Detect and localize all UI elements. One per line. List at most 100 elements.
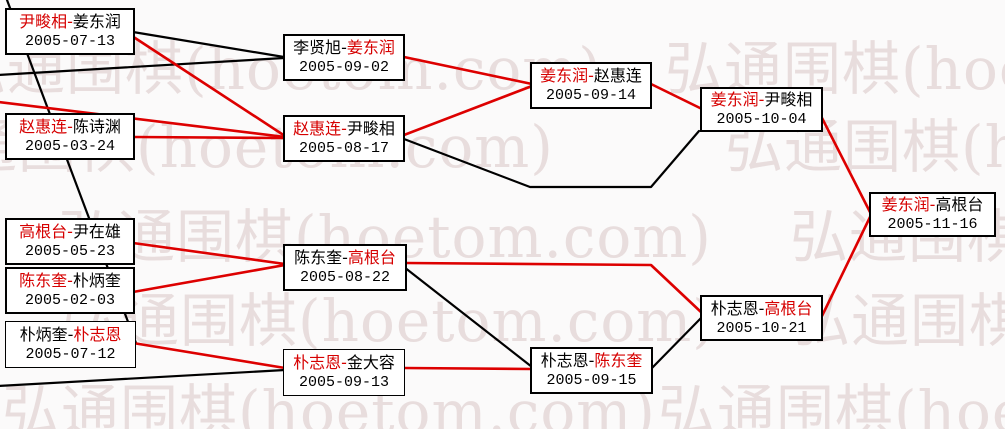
name-separator: - xyxy=(67,325,74,344)
player-name-winner: 赵惠连 xyxy=(293,119,342,138)
player-name-winner: 尹畯相 xyxy=(19,12,68,31)
match-date: 2005-11-16 xyxy=(887,216,978,233)
player-name-winner: 高根台 xyxy=(764,298,813,318)
match-players: 高根台-尹在雄 xyxy=(19,222,121,242)
match-players: 朴志恩-高根台 xyxy=(711,299,813,319)
loser-path-connector xyxy=(0,56,286,76)
name-separator: - xyxy=(588,351,595,370)
name-separator: - xyxy=(929,195,936,214)
winner-path-connector xyxy=(131,241,287,266)
winner-path-connector xyxy=(404,261,704,315)
player-name-winner: 高根台 xyxy=(19,222,68,241)
name-separator: - xyxy=(758,298,765,318)
match-date: 2005-08-22 xyxy=(299,269,390,286)
name-separator: - xyxy=(342,248,348,267)
winner-path-connector xyxy=(820,213,873,318)
loser-path-connector xyxy=(650,315,704,370)
player-name-winner: 姜东润 xyxy=(346,38,395,57)
name-separator: - xyxy=(67,117,73,136)
match-date: 2005-10-04 xyxy=(716,111,807,128)
player-name-loser: 朴炳奎 xyxy=(19,325,68,344)
loser-path-connector xyxy=(402,265,534,369)
match-date: 2005-07-13 xyxy=(24,33,115,50)
match-players: 姜东润-赵惠连 xyxy=(540,66,642,86)
player-name-loser: 朴志恩 xyxy=(710,298,759,318)
player-name-loser: 尹在雄 xyxy=(72,222,121,241)
match-players: 陈东奎-高根台 xyxy=(294,248,396,268)
winner-path-connector xyxy=(132,135,287,140)
name-separator: - xyxy=(758,90,765,109)
match-players: 陈东奎-朴炳奎 xyxy=(19,271,121,291)
player-name-loser: 金大容 xyxy=(346,353,395,372)
player-name-loser: 尹畯相 xyxy=(346,119,395,138)
player-name-loser: 陈东奎 xyxy=(294,248,343,267)
winner-path-connector xyxy=(131,341,287,370)
match-players: 姜东润-高根台 xyxy=(882,195,984,215)
player-name-winner: 陈东奎 xyxy=(594,351,643,370)
loser-path-connector xyxy=(131,30,286,59)
winner-path-connector xyxy=(402,366,534,371)
player-name-winner: 陈东奎 xyxy=(19,271,68,290)
match-date: 2005-03-24 xyxy=(24,138,115,155)
match-players: 尹畯相-姜东润 xyxy=(19,12,121,32)
winner-path-connector xyxy=(820,116,873,216)
player-name-loser: 高根台 xyxy=(935,195,984,214)
winner-path-connector xyxy=(402,84,534,137)
match-players: 朴炳奎-朴志恩 xyxy=(20,325,122,345)
name-separator: - xyxy=(341,353,347,372)
player-name-loser: 姜东润 xyxy=(72,12,121,31)
player-name-loser: 赵惠连 xyxy=(593,66,642,85)
name-separator: - xyxy=(67,271,73,290)
name-separator: - xyxy=(67,12,73,31)
winner-path-connector xyxy=(649,82,704,111)
player-name-loser: 尹畯相 xyxy=(764,90,813,109)
match-players: 朴志恩-陈东奎 xyxy=(541,351,643,371)
player-name-winner: 高根台 xyxy=(347,248,396,267)
loser-path-connector xyxy=(0,368,287,387)
player-name-winner: 姜东润 xyxy=(710,90,759,109)
match-date: 2005-09-14 xyxy=(545,87,636,104)
player-name-loser: 陈诗渊 xyxy=(72,117,121,136)
player-name-winner: 朴志恩 xyxy=(73,325,122,344)
match-date: 2005-07-12 xyxy=(25,346,116,363)
winner-path-connector xyxy=(0,100,287,139)
match-date: 2005-09-02 xyxy=(298,59,389,76)
player-name-winner: 赵惠连 xyxy=(19,117,68,136)
name-separator: - xyxy=(588,66,594,85)
match-players: 朴志恩-金大容 xyxy=(293,353,395,373)
name-separator: - xyxy=(341,38,347,57)
match-date: 2005-05-23 xyxy=(24,243,115,260)
winner-path-connector xyxy=(130,34,287,138)
player-name-winner: 姜东润 xyxy=(540,66,589,85)
winner-path-connector xyxy=(402,55,534,86)
match-date: 2005-02-03 xyxy=(24,292,115,309)
winner-path-connector xyxy=(131,263,287,294)
name-separator: - xyxy=(341,119,347,138)
player-name-winner: 朴志恩 xyxy=(293,353,342,372)
match-date: 2005-08-17 xyxy=(298,140,389,157)
match-box-2005-10-04[interactable]: 姜东润-尹畯相 2005-10-04 xyxy=(700,87,823,132)
player-name-loser: 朴炳奎 xyxy=(72,271,121,290)
player-name-loser: 朴志恩 xyxy=(540,351,589,370)
match-players: 李贤旭-姜东润 xyxy=(293,38,395,58)
match-players: 赵惠连-尹畯相 xyxy=(293,119,395,139)
name-separator: - xyxy=(67,222,73,241)
player-name-winner: 姜东润 xyxy=(881,195,930,214)
match-date: 2005-09-15 xyxy=(546,372,637,389)
match-players: 赵惠连-陈诗渊 xyxy=(19,117,121,137)
player-name-loser: 李贤旭 xyxy=(293,38,342,57)
